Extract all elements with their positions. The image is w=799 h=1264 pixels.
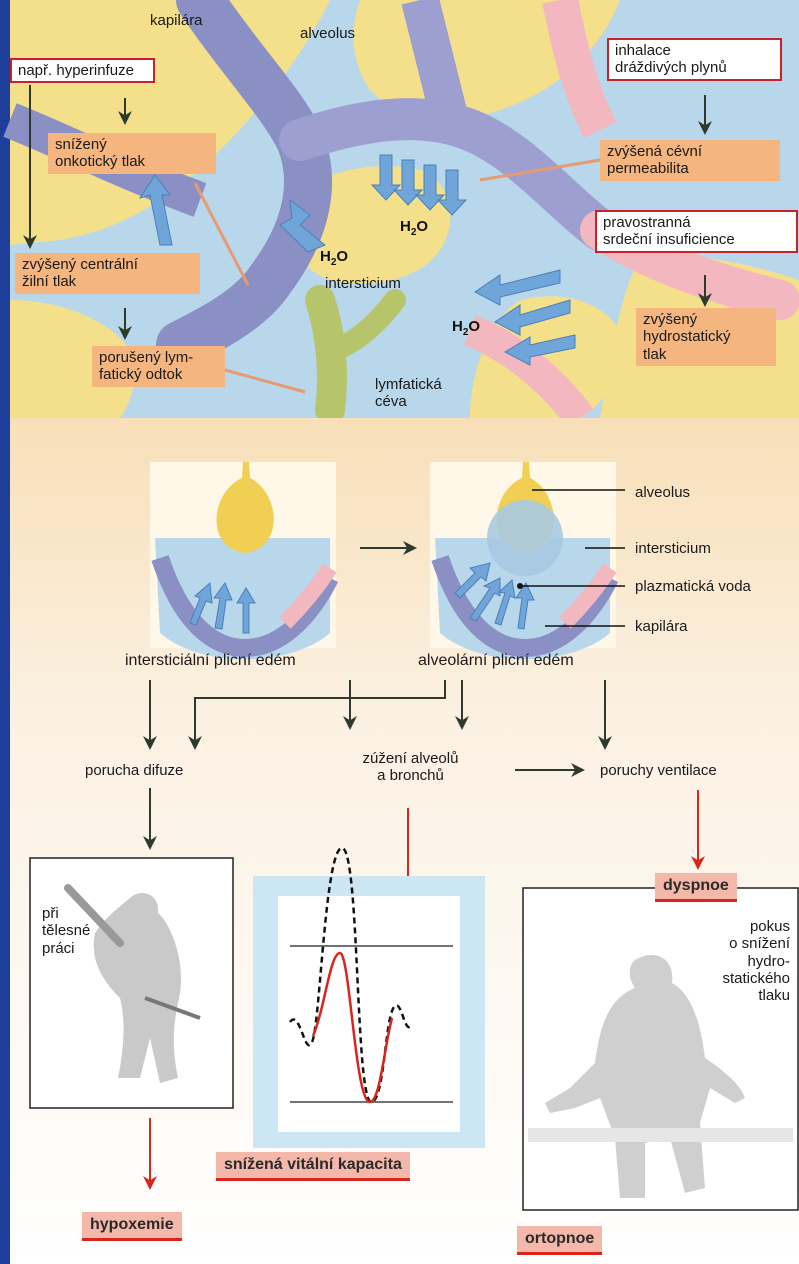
h2o-label-1: H2O <box>320 248 348 268</box>
box-lymfaticky-odtok: porušený lym- fatický odtok <box>92 346 225 387</box>
result-dyspnoe: dyspnoe <box>655 873 737 902</box>
spirogram-chart <box>253 848 485 1148</box>
label-zuzeni-alveolu: zúžení alveolů a bronchů <box>338 750 483 785</box>
box-onkoticky-tlak: snížený onkotický tlak <box>48 133 216 174</box>
label-porucha-difuze: porucha difuze <box>85 762 183 779</box>
label-pri-telesne-praci: při tělesné práci <box>42 905 90 957</box>
label-pokus: pokus o snížení hydro- statického tlaku <box>700 918 790 1004</box>
label-poruchy-ventilace: poruchy ventilace <box>600 762 717 779</box>
box-pravostranna: pravostranná srdeční insuficience <box>595 210 798 253</box>
box-hydrostaticky-tlak: zvýšený hydrostatický tlak <box>636 308 776 366</box>
label-plazmaticka-voda: plazmatická voda <box>635 578 751 595</box>
h2o-label-3: H2O <box>452 318 480 338</box>
panel-intersticialni <box>150 462 336 659</box>
title-alveolarni-edem: alveolární plicní edém <box>418 652 574 670</box>
result-hypoxemie: hypoxemie <box>82 1212 182 1241</box>
result-snizena-vitalni-kapacita: snížená vitální kapacita <box>216 1152 410 1181</box>
panel-alveolarni <box>430 462 625 659</box>
result-ortopnoe: ortopnoe <box>517 1226 602 1255</box>
label-intersticium-top: intersticium <box>325 275 401 292</box>
title-intersticialni-edem: intersticiální plicní edém <box>125 652 296 670</box>
label-lymfaticka-ceva: lymfatická céva <box>375 376 442 411</box>
label-alveolus-mid: alveolus <box>635 484 690 501</box>
h2o-label-2: H2O <box>400 218 428 238</box>
label-kapilara-mid: kapilára <box>635 618 688 635</box>
label-kapilara-top: kapilára <box>150 12 203 29</box>
label-intersticium-mid: intersticium <box>635 540 711 557</box>
box-inhalace: inhalace dráždivých plynů <box>607 38 782 81</box>
label-alveolus-top: alveolus <box>300 25 355 42</box>
box-cevni-permeabilita: zvýšená cévní permeabilita <box>600 140 780 181</box>
box-hyperinfuze: např. hyperinfuze <box>10 58 155 83</box>
box-centralni-tlak: zvýšený centrální žilní tlak <box>15 253 200 294</box>
figure-worker <box>30 858 233 1108</box>
